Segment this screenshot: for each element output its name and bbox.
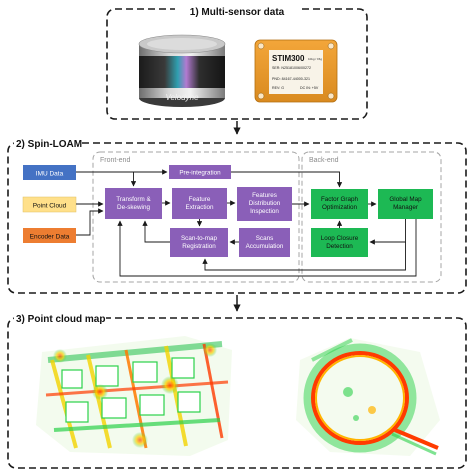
scan-to-map-line1: Scan-to-map	[181, 235, 218, 242]
spinloam-section-frame	[7, 142, 467, 294]
preintegration-label: Pre-integration	[179, 170, 221, 177]
pipeline-connectors	[76, 169, 417, 277]
backend-frame	[301, 151, 442, 283]
transform-deskew-block	[105, 188, 162, 219]
global-map-line2: Manager	[393, 204, 418, 211]
global-map-block	[378, 189, 433, 219]
imu-rev-label: REV: G	[272, 86, 284, 90]
loop-closure-line2: Detection	[326, 243, 353, 250]
spinloam-section-title: 2) Spin-LOAM	[16, 139, 82, 150]
arrow-global-map-to-scan-to-map	[202, 242, 406, 271]
imu-data-block	[23, 165, 76, 180]
global-map-line1: Global Map	[389, 196, 422, 203]
sensors-section-title: 1) Multi-sensor data	[190, 7, 285, 18]
imu-pnd-label: PND: 84167-44000-321	[272, 77, 310, 81]
features-distribution-block	[237, 187, 292, 221]
frontend-frame-label: Front-end	[100, 157, 130, 164]
scans-accumulation-line1: Scans	[256, 235, 274, 242]
arrow-preintegration-to-factor-graph	[231, 171, 343, 188]
features-distribution-line2: Distribution	[249, 200, 281, 207]
imu-serial-label: SER: N25181006/00272	[272, 66, 311, 70]
loop-point-cloud-map	[296, 338, 440, 456]
arrow-factor-graph-feedback-to-transform	[117, 219, 417, 277]
map-section-frame	[7, 317, 467, 469]
feature-extraction-line2: Extraction	[186, 204, 214, 211]
scan-to-map-line2: Registration	[182, 243, 216, 250]
arrow-scan-to-map-to-transform	[142, 220, 170, 243]
point-cloud-block	[22, 196, 77, 213]
scans-accumulation-block	[239, 228, 290, 257]
frontend-frame	[92, 151, 300, 283]
stim300-imu-image: STIM300 10kg / ±6g SER: N25181006/00272 …	[254, 39, 338, 103]
loop-closure-line1: Loop Closure	[321, 235, 359, 242]
factor-graph-line1: Factor Graph	[321, 196, 359, 203]
transform-label-line1: Transform &	[116, 196, 151, 203]
arrow-encoder-to-transform	[76, 208, 104, 236]
features-distribution-line1: Features	[252, 192, 277, 199]
imu-model-label: STIM300	[272, 54, 305, 63]
feature-extraction-line1: Feature	[189, 196, 211, 203]
feature-extraction-block	[172, 188, 227, 219]
preintegration-block	[169, 165, 231, 179]
transform-label-line2: De-skewing	[117, 204, 150, 211]
scans-accumulation-line2: Accumulation	[246, 243, 284, 250]
imu-model-suffix: 10kg / ±6g	[308, 57, 322, 61]
encoder-data-label: Encoder Data	[30, 234, 70, 241]
factor-graph-line2: Optimization	[322, 204, 357, 211]
factor-graph-block	[311, 189, 368, 219]
map-section-title: 3) Point cloud map	[16, 314, 105, 325]
velodyne-lidar-image: Velodyne	[138, 34, 226, 107]
lidar-brand-label: Velodyne	[165, 93, 199, 102]
loop-closure-block	[311, 228, 368, 257]
campus-point-cloud-map	[36, 336, 232, 456]
features-distribution-line3: Inspection	[250, 208, 279, 215]
encoder-data-block	[23, 228, 76, 243]
imu-data-label: IMU Data	[36, 171, 64, 178]
svg-text:Transform &De-skewing: Transform &De-skewing	[116, 196, 151, 211]
arrow-global-map-to-loop-closure	[369, 219, 406, 245]
backend-frame-label: Back-end	[309, 157, 339, 164]
scan-to-map-block	[170, 228, 228, 257]
imu-power-label: DC IN: +5V	[300, 86, 319, 90]
point-cloud-label: Point Cloud	[33, 203, 67, 210]
